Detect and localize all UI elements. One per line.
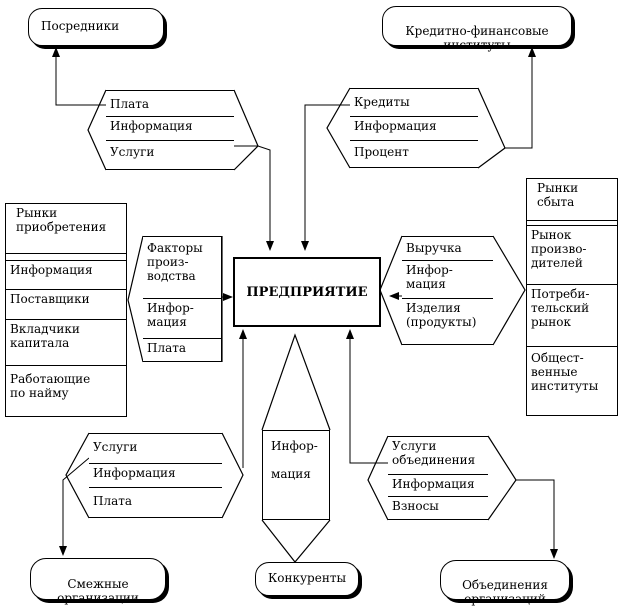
node-kfi-label: Кредитно-финансовые институты — [405, 24, 549, 52]
market-item: Потреби- тельский рынок — [527, 285, 617, 347]
flow-item: Факторы произ- водства — [143, 239, 221, 299]
flow-item: Услуги — [110, 145, 155, 159]
node-obedineniya-label: Объединения организаций — [462, 578, 548, 606]
flow-item: Кредиты — [350, 93, 478, 117]
flow-konkurenty: Инфор- мация — [262, 430, 330, 520]
flow-factors: Факторы произ- водства Инфор- мация Плат… — [143, 236, 222, 362]
flow-item: Инфор- мация — [271, 439, 318, 481]
flow-item: Плата — [93, 494, 133, 508]
arrow-to-obedineniya — [516, 479, 558, 559]
market-item: Поставщики — [6, 290, 126, 320]
node-smezhnye-label: Смежные организации — [57, 577, 139, 605]
flow-item: Плата — [147, 341, 187, 355]
node-kfi: Кредитно-финансовые институты — [382, 6, 572, 52]
market-item: Рынок произво- дителей — [527, 225, 617, 285]
line-obed-to-enterprise — [346, 329, 388, 464]
market-sbyta: Рынки сбыта Рынок произво- дителей Потре… — [526, 178, 618, 416]
market-priobreteniya: Рынки приобретения Информация Поставщики… — [5, 203, 127, 417]
market-item: Вкладчики капитала — [6, 320, 126, 366]
flow-item: Инфор- мация — [402, 261, 493, 299]
market-priobreteniya-title: Рынки приобретения — [6, 204, 126, 254]
flow-item: Информация — [350, 117, 478, 141]
flow-item: Взносы — [392, 499, 439, 513]
market-item: Общест- венные институты — [531, 351, 599, 393]
flow-item: Инфор- мация — [143, 299, 221, 339]
flow-posredniki: Плата Информация Услуги — [106, 90, 234, 170]
node-obedineniya: Объединения организаций — [440, 560, 570, 606]
flow-item: Процент — [354, 145, 409, 159]
flow-sbyt: Выручка Инфор- мация Изделия (продукты) — [402, 236, 493, 345]
node-smezhnye: Смежные организации — [30, 558, 166, 605]
arrow-to-smezhnye — [59, 457, 90, 556]
node-predpriyatie-label: ПРЕДПРИЯТИЕ — [246, 285, 368, 300]
node-konkurenty: Конкуренты — [255, 562, 359, 596]
flow-smezhnye: Услуги Информация Плата — [89, 433, 222, 518]
market-item: Работающие по найму — [10, 372, 91, 400]
flow-item: Изделия (продукты) — [406, 301, 477, 329]
flow-item: Информация — [89, 464, 222, 488]
market-item: Информация — [6, 260, 126, 290]
flow-item: Плата — [106, 95, 234, 117]
flow-item: Услуги объединения — [388, 437, 488, 475]
flow-item: Услуги — [89, 438, 222, 464]
flow-kfi: Кредиты Информация Процент — [350, 88, 478, 168]
flow-item: Информация — [106, 117, 234, 141]
flow-item: Информация — [388, 475, 488, 497]
flow-obedineniya: Услуги объединения Информация Взносы — [388, 436, 488, 520]
line-posredniki-to-enterprise — [234, 145, 274, 251]
arrow-to-posredniki — [52, 47, 106, 106]
node-konkurenty-label: Конкуренты — [267, 571, 347, 585]
node-posredniki: Посредники — [28, 8, 164, 46]
arrow-to-kfi — [505, 47, 536, 149]
market-sbyta-title: Рынки сбыта — [527, 179, 617, 221]
node-predpriyatie: ПРЕДПРИЯТИЕ — [233, 257, 381, 327]
flow-item: Выручка — [402, 239, 493, 261]
node-posredniki-label: Посредники — [41, 19, 120, 33]
line-kfi-to-enterprise — [301, 104, 350, 251]
